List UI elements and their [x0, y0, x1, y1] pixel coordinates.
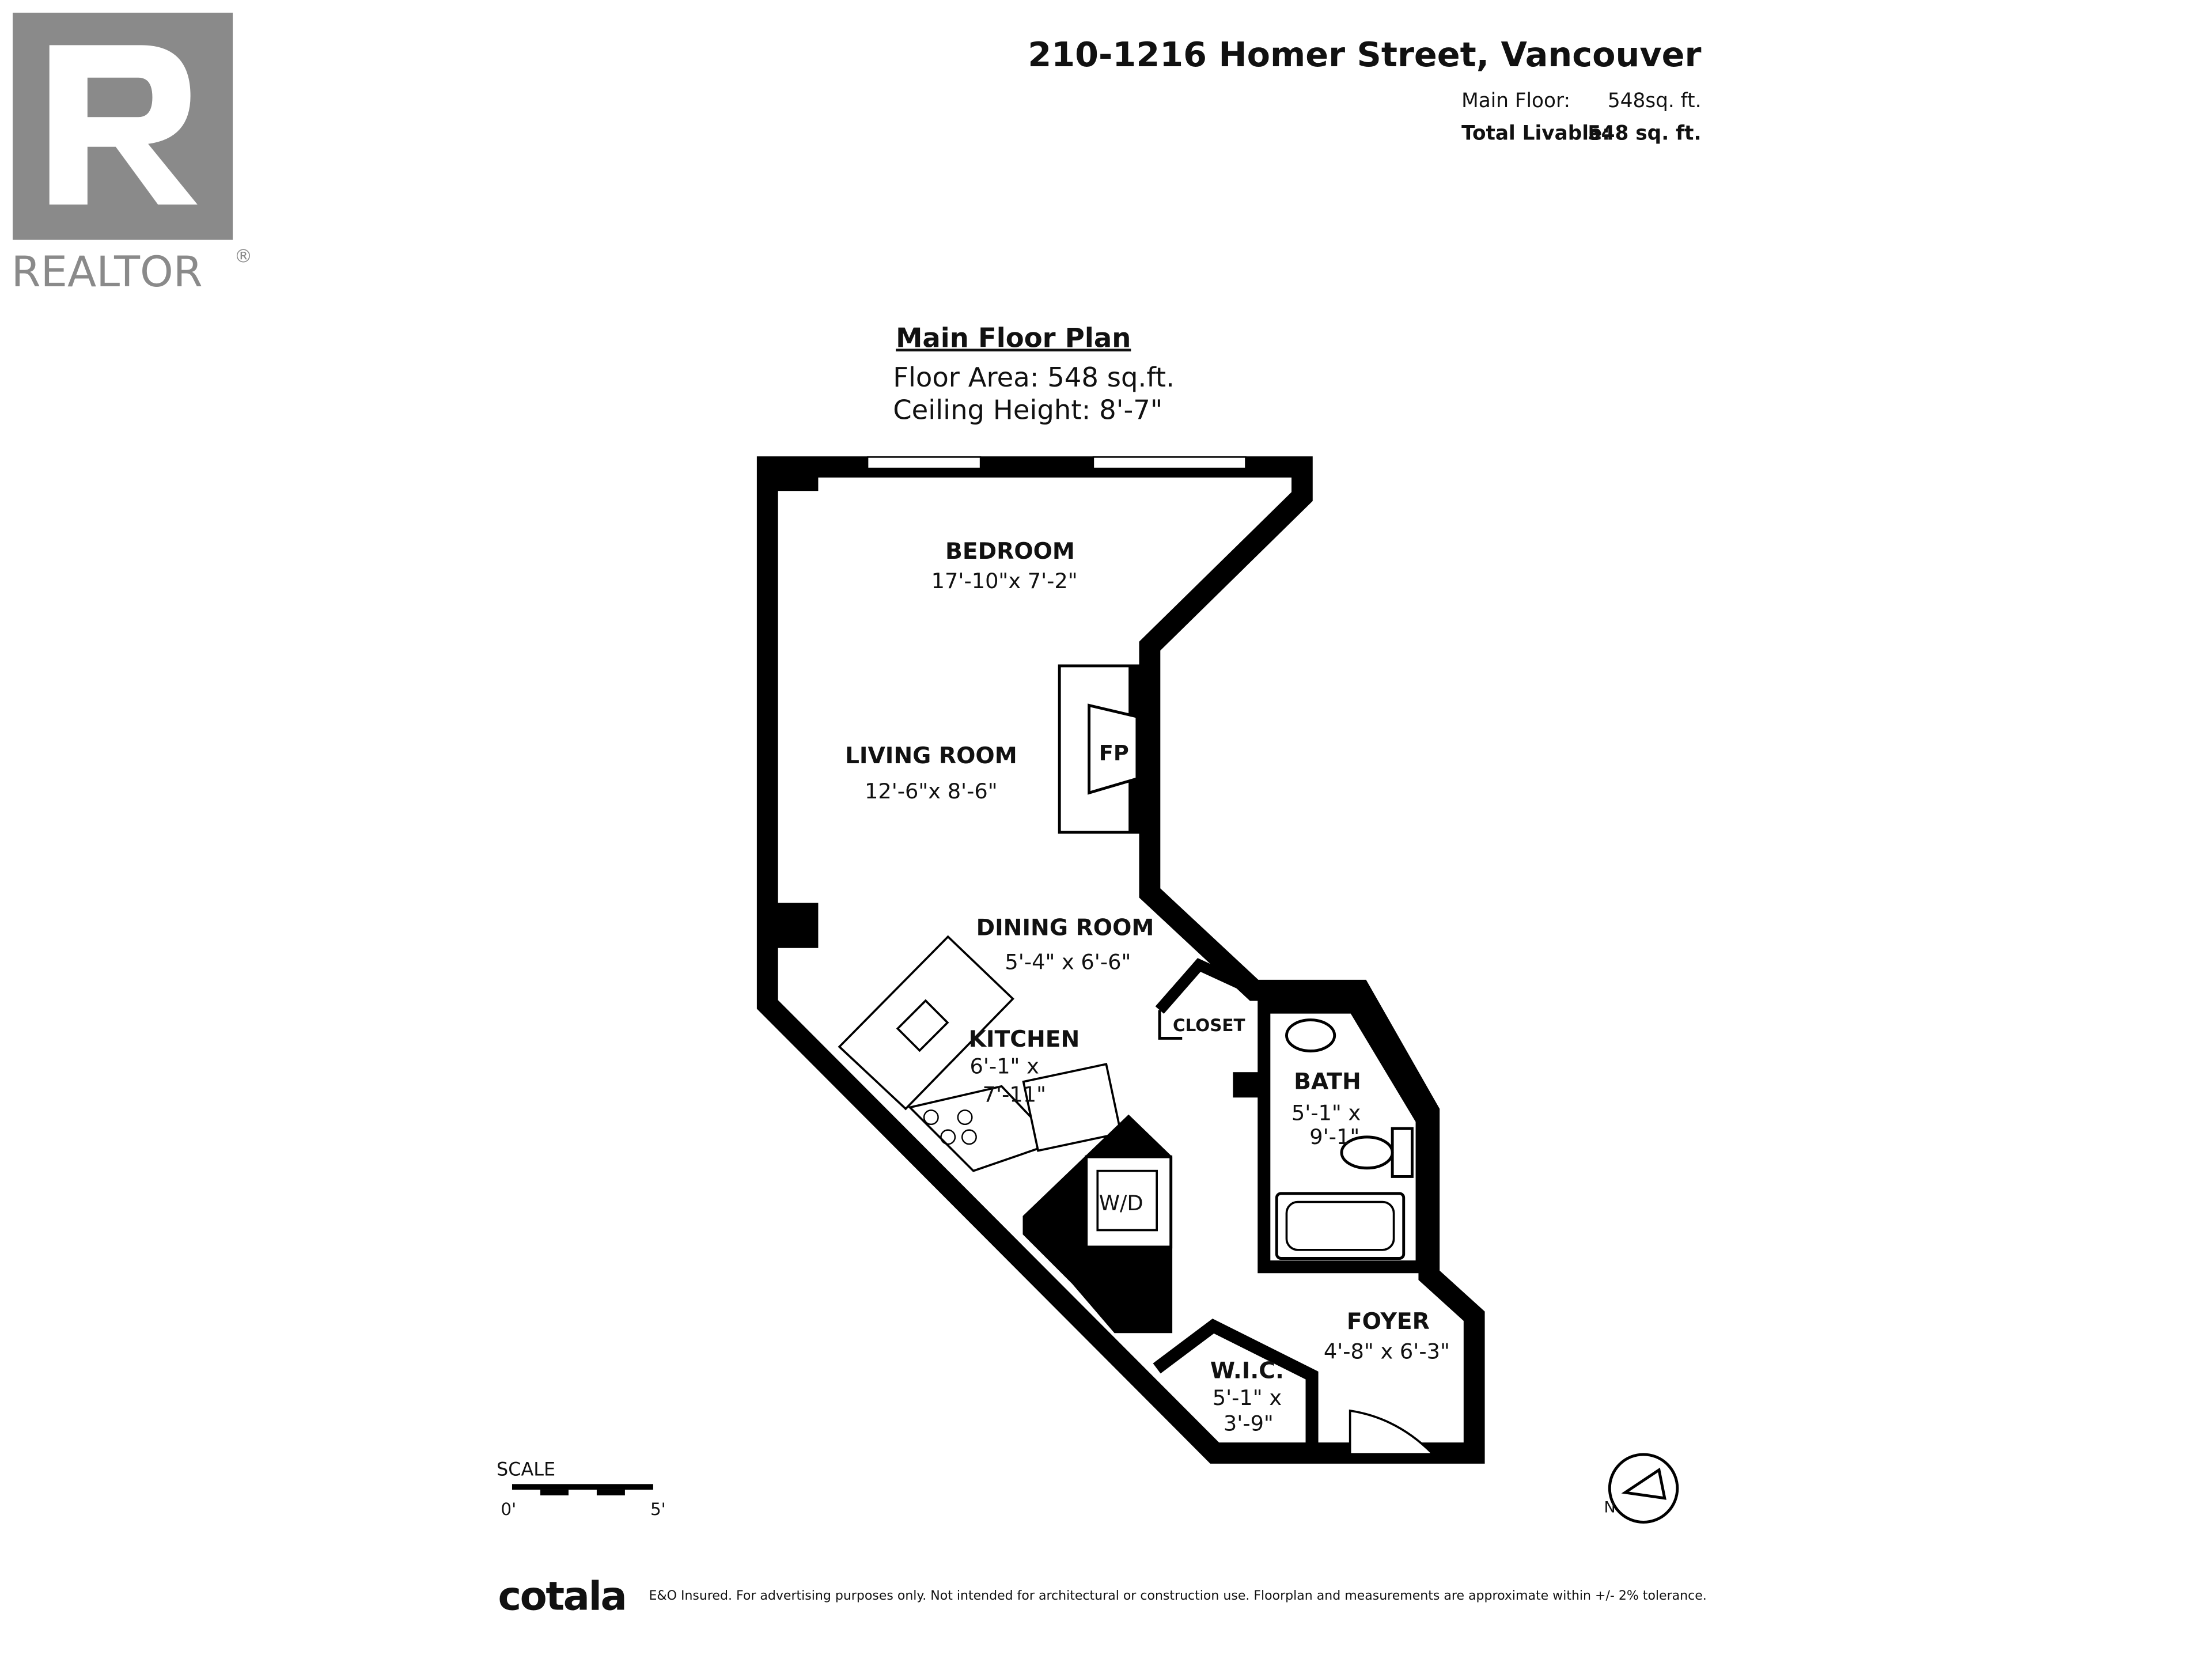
north-letter: N	[1604, 1498, 1615, 1516]
room-wic-size1: 5'-1" x	[1213, 1385, 1282, 1410]
room-wic-name: W.I.C.	[1210, 1358, 1284, 1384]
room-living-name: LIVING ROOM	[845, 743, 1017, 769]
disclaimer: E&O Insured. For advertising purposes on…	[649, 1589, 1707, 1603]
floor-area: Floor Area: 548 sq.ft.	[893, 362, 1175, 393]
room-living-size: 12'-6"x 8'-6"	[865, 779, 998, 804]
room-bath-size2: 9'-1"	[1309, 1124, 1359, 1149]
ceiling-height: Ceiling Height: 8'-7"	[893, 394, 1162, 425]
address-title: 210-1216 Homer Street, Vancouver	[1028, 35, 1701, 74]
room-kitchen-size2: 7'-11"	[983, 1082, 1046, 1107]
realtor-logo: REALTOR ®	[12, 13, 253, 297]
fireplace-label: FP	[1099, 741, 1129, 766]
plan-title: Main Floor Plan	[896, 322, 1131, 353]
total-livable-value: 548 sq. ft.	[1588, 122, 1702, 145]
room-foyer-name: FOYER	[1347, 1309, 1430, 1335]
north-arrow-icon: N	[1604, 1453, 1679, 1524]
washer-dryer-label: W/D	[1099, 1191, 1143, 1215]
room-foyer-size: 4'-8" x 6'-3"	[1324, 1339, 1450, 1363]
room-wic-size2: 3'-9"	[1224, 1411, 1274, 1435]
closet-label: CLOSET	[1173, 1016, 1245, 1035]
room-dining-size: 5'-4" x 6'-6"	[1005, 949, 1131, 974]
scale-start: 0'	[501, 1499, 516, 1519]
room-bedroom-size: 17'-10"x 7'-2"	[931, 569, 1078, 593]
floor-plan: FP W/D	[756, 456, 1485, 1464]
scale-bar: SCALE 0' 5'	[497, 1459, 666, 1520]
room-kitchen-size1: 6'-1" x	[969, 1054, 1039, 1079]
scale-end: 5'	[650, 1499, 666, 1519]
main-floor-value: 548sq. ft.	[1608, 89, 1702, 112]
cotala-logo: cotala	[498, 1573, 626, 1619]
room-bedroom-name: BEDROOM	[945, 539, 1075, 565]
realtor-wordmark: REALTOR	[12, 248, 203, 297]
room-bath-name: BATH	[1294, 1069, 1361, 1095]
scale-label: SCALE	[497, 1459, 555, 1480]
registered-mark: ®	[234, 245, 253, 267]
room-kitchen-name: KITCHEN	[969, 1027, 1080, 1052]
total-livable-label: Total Livable:	[1461, 122, 1610, 145]
main-floor-label: Main Floor:	[1461, 89, 1570, 112]
room-bath-size1: 5'-1" x	[1291, 1100, 1361, 1125]
room-dining-name: DINING ROOM	[976, 915, 1154, 941]
